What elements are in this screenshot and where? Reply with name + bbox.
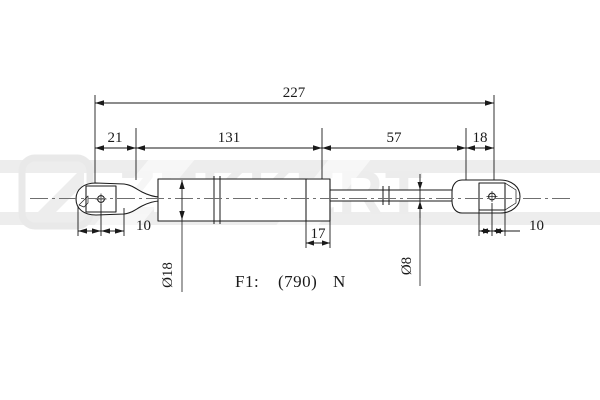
force-specification: F1: (790) N [235, 272, 346, 291]
arrow-131-right [313, 145, 322, 151]
piston-rod [329, 189, 461, 202]
dim-label-d18: Ø18 [160, 262, 176, 288]
force-value: (790) [278, 272, 317, 291]
arrow-57-left [322, 145, 331, 151]
force-label: F1: [235, 272, 259, 291]
arrow-18-left [466, 145, 475, 151]
dimension-lines-top [94, 95, 495, 188]
rod-break-line [382, 186, 390, 205]
arrow-overall-right [485, 100, 494, 106]
dim-label-17: 17 [311, 226, 327, 242]
dim-label-131: 131 [218, 130, 241, 146]
arrow-d18-top [179, 180, 185, 189]
lower-dimension-17 [305, 221, 331, 248]
arrow-21-left [95, 145, 104, 151]
left-eyelet-fitting [75, 182, 161, 216]
arrow-21-right [127, 145, 136, 151]
arrow-overall-left [95, 100, 104, 106]
lower-dimension-left-10 [77, 204, 125, 236]
arrow-left10-b [92, 228, 101, 234]
dim-label-left-10: 10 [136, 218, 151, 234]
arrow-d8-bottom [417, 201, 423, 209]
arrow-left10-a [78, 228, 87, 234]
arrow-left10-d [115, 228, 124, 234]
force-unit: N [333, 272, 346, 291]
right-eyelet-fitting [451, 179, 521, 214]
lower-dimension-right-10 [478, 203, 520, 236]
arrow-d18-bottom [179, 211, 185, 220]
left-eyelet-chamfer [78, 195, 89, 208]
dim-label-21: 21 [108, 130, 123, 146]
cylinder-break-line [213, 176, 221, 224]
arrow-17-right [322, 240, 330, 246]
left-eyelet-body [75, 182, 161, 216]
arrow-18-right [485, 145, 494, 151]
arrow-57-right [457, 145, 466, 151]
arrow-right10-d [496, 228, 505, 234]
right-eyelet-body [451, 179, 521, 214]
arrow-right10-b [483, 228, 492, 234]
dim-label-right-10: 10 [529, 218, 544, 234]
diameter-8-dimension [417, 174, 423, 286]
dim-label-18: 18 [473, 130, 488, 146]
arrow-left10-c [101, 228, 110, 234]
dim-label-57: 57 [387, 130, 403, 146]
arrow-17-left [306, 240, 314, 246]
arrow-131-left [136, 145, 145, 151]
right-eyelet-chamfer [504, 182, 517, 211]
diameter-18-dimension [179, 180, 185, 292]
arrow-d8-top [417, 182, 423, 190]
gas-spring-part [75, 176, 521, 224]
dim-label-227: 227 [283, 85, 306, 101]
dim-label-d8: Ø8 [399, 257, 415, 275]
cylinder-tube [157, 178, 331, 222]
